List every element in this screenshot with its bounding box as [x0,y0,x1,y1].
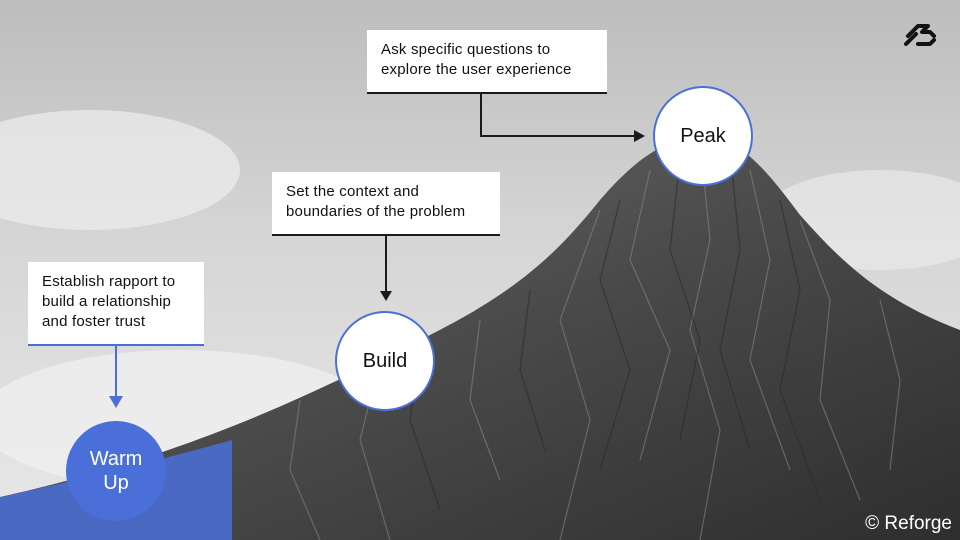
build-node: Build [335,311,435,411]
peak-node: Peak [653,86,753,186]
copyright-text: © Reforge [865,512,952,536]
reforge-logo-icon [904,22,936,48]
warm-up-description: Establish rapport to build a relationshi… [28,262,204,346]
warm-up-node: Warm Up [66,421,166,521]
warm-up-label: Warm Up [90,447,143,495]
build-description: Set the context and boundaries of the pr… [272,172,500,236]
build-label: Build [363,349,407,373]
peak-label: Peak [680,124,726,148]
peak-description: Ask specific questions to explore the us… [367,30,607,94]
